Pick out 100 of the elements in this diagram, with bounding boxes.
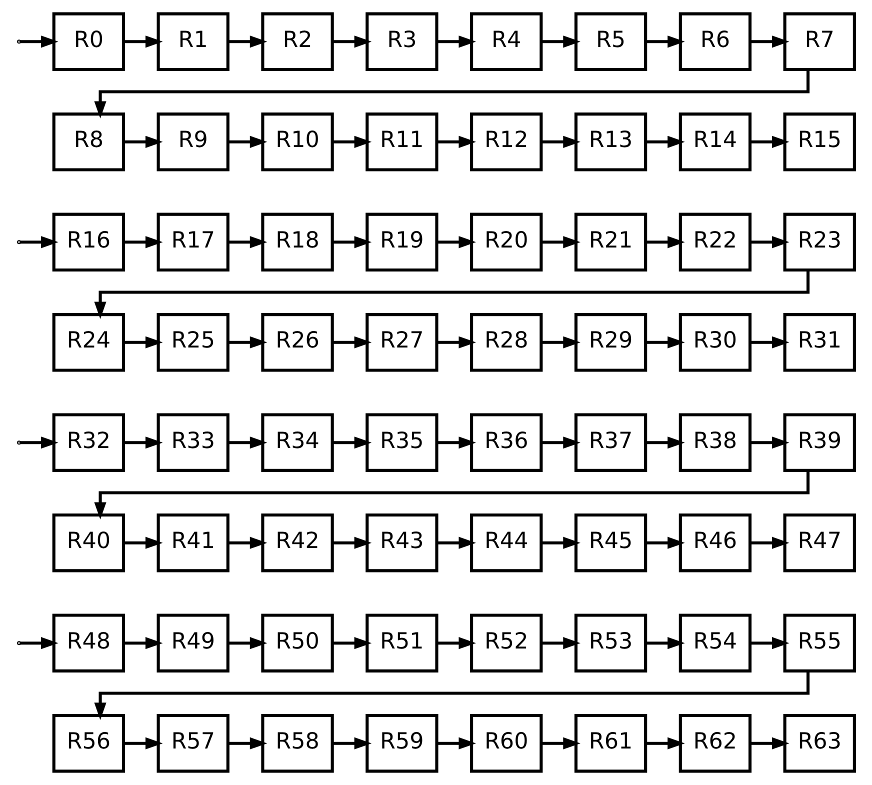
arrow (332, 236, 372, 248)
node-box: R62 (678, 714, 752, 773)
node-box: R33 (156, 413, 229, 472)
node-box: R48 (52, 614, 125, 672)
node-box: R29 (574, 313, 647, 372)
arrow (436, 36, 476, 48)
arrow (228, 637, 267, 650)
node-box: R23 (782, 212, 856, 272)
node-box: R3 (365, 12, 438, 72)
arrow (124, 436, 162, 449)
arrow (124, 336, 162, 348)
node-box: R35 (365, 413, 438, 472)
node-box: R52 (470, 614, 542, 672)
node-box: R37 (574, 413, 647, 472)
arrow (124, 36, 162, 48)
node-box: R38 (678, 413, 752, 472)
arrow (332, 436, 372, 449)
arrow (19, 436, 58, 449)
arrow (541, 637, 580, 650)
arrow (646, 536, 684, 549)
node-box: R40 (52, 513, 125, 572)
node-box: R20 (470, 212, 542, 272)
node-box: R12 (470, 112, 542, 172)
node-box: R26 (260, 313, 334, 372)
arrow (646, 236, 684, 248)
node-box: R58 (260, 714, 334, 773)
arrow (19, 637, 58, 650)
arrow (436, 737, 476, 750)
arrow (541, 36, 580, 48)
node-box: R14 (678, 112, 752, 172)
node-box: R0 (52, 12, 125, 72)
arrow (228, 36, 267, 48)
arrow (646, 436, 684, 449)
arrow (124, 536, 162, 549)
node-box: R50 (260, 614, 334, 672)
node-box: R43 (365, 513, 438, 572)
node-box: R41 (156, 513, 229, 572)
arrow (124, 136, 162, 148)
arrow (19, 36, 58, 48)
arrow (94, 270, 810, 320)
arrow (228, 236, 267, 248)
arrow (124, 236, 162, 248)
node-box: R44 (470, 513, 542, 572)
node-box: R60 (470, 714, 542, 773)
arrow (19, 236, 58, 248)
node-box: R19 (365, 212, 438, 272)
node-box: R21 (574, 212, 647, 272)
arrow (750, 536, 789, 549)
arrow (750, 737, 789, 750)
arrow (646, 637, 684, 650)
node-box: R30 (678, 313, 752, 372)
node-box: R42 (260, 513, 334, 572)
node-box: R39 (782, 413, 856, 472)
arrow (646, 36, 684, 48)
node-box: R34 (260, 413, 334, 472)
node-box: R6 (678, 12, 752, 72)
node-box: R27 (365, 313, 438, 372)
node-box: R11 (365, 112, 438, 172)
node-box: R10 (260, 112, 334, 172)
node-box: R2 (260, 12, 334, 72)
arrow (332, 336, 372, 348)
node-box: R16 (52, 212, 125, 272)
arrow (94, 671, 810, 720)
arrow (541, 136, 580, 148)
node-box: R24 (52, 313, 125, 372)
node-box: R7 (782, 12, 856, 72)
arrow (436, 336, 476, 348)
arrow (646, 336, 684, 348)
arrow (94, 470, 810, 520)
node-box: R32 (52, 413, 125, 472)
arrow (332, 136, 372, 148)
arrow (228, 436, 267, 449)
arrow (541, 737, 580, 750)
arrow (436, 536, 476, 549)
node-box: R51 (365, 614, 438, 672)
arrow (228, 336, 267, 348)
node-box: R1 (156, 12, 229, 72)
arrow (228, 737, 267, 750)
arrow (228, 536, 267, 549)
arrow (332, 737, 372, 750)
arrow (228, 136, 267, 148)
arrow (94, 70, 810, 119)
node-box: R5 (574, 12, 647, 72)
node-box: R47 (782, 513, 856, 572)
node-box: R56 (52, 714, 125, 773)
arrow (436, 236, 476, 248)
arrow (750, 436, 789, 449)
node-box: R59 (365, 714, 438, 773)
node-box: R17 (156, 212, 229, 272)
arrow (750, 336, 789, 348)
node-box: R49 (156, 614, 229, 672)
arrow (750, 637, 789, 650)
arrow (541, 436, 580, 449)
node-box: R61 (574, 714, 647, 773)
arrow (541, 336, 580, 348)
node-box: R45 (574, 513, 647, 572)
arrow (646, 737, 684, 750)
node-box: R4 (470, 12, 542, 72)
node-box: R22 (678, 212, 752, 272)
node-box: R53 (574, 614, 647, 672)
